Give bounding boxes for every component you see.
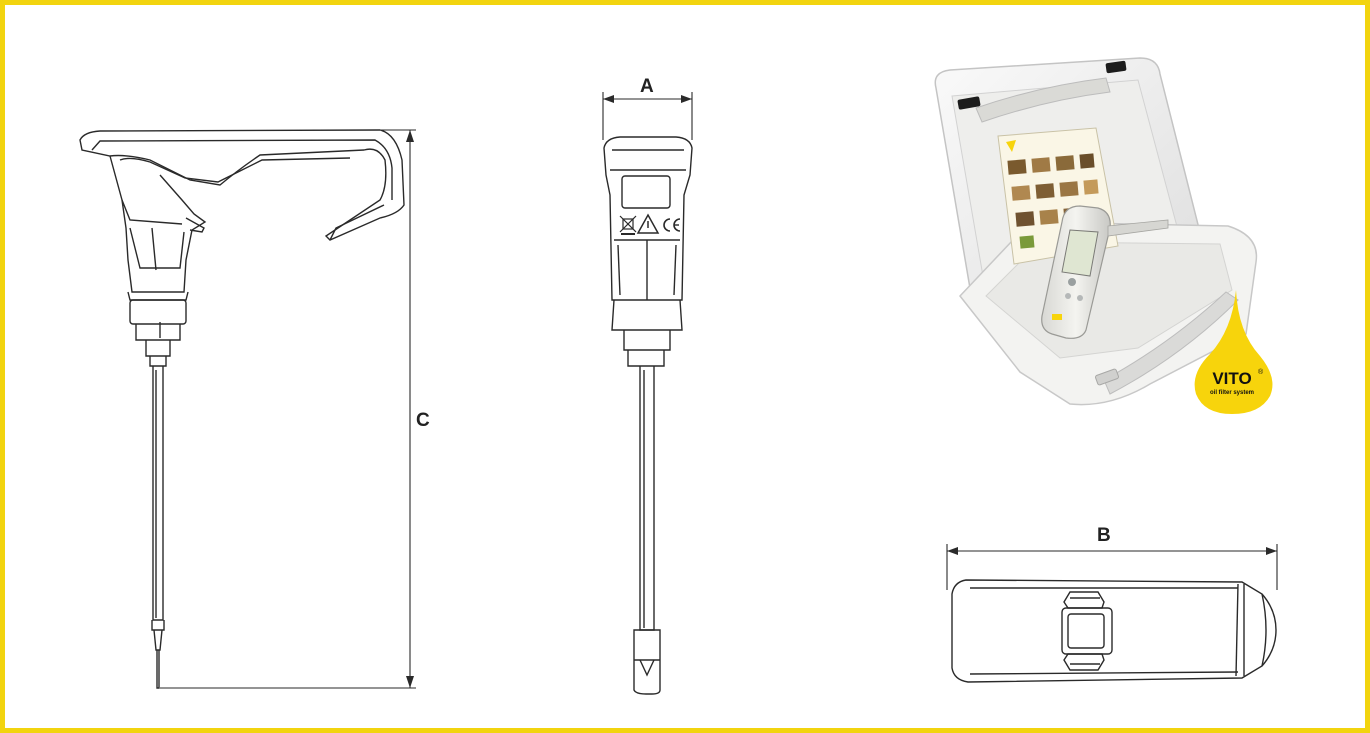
display-window [621,175,671,209]
side-view-drawing [79,129,405,689]
top-view-drawing [951,579,1277,683]
handheld-tester-photo [1041,205,1169,339]
vito-oil-drop-logo: VITO ® oil filter system [1194,290,1273,414]
dimension-b-line [946,544,1278,590]
ce-mark-icon [663,218,681,232]
dimension-b-label: B [1097,525,1111,546]
dimension-c-label: C [416,410,430,431]
dimension-c-line [160,129,416,689]
front-view-drawing [603,136,693,695]
logo-brand-name: VITO [1212,369,1251,388]
dimension-a-label: A [640,76,654,97]
weee-bin-icon [619,215,637,235]
logo-registered-mark: ® [1258,368,1264,376]
warning-triangle-icon [636,213,660,234]
logo-tagline: oil filter system [1210,390,1254,396]
dimension-a-line [602,92,693,140]
